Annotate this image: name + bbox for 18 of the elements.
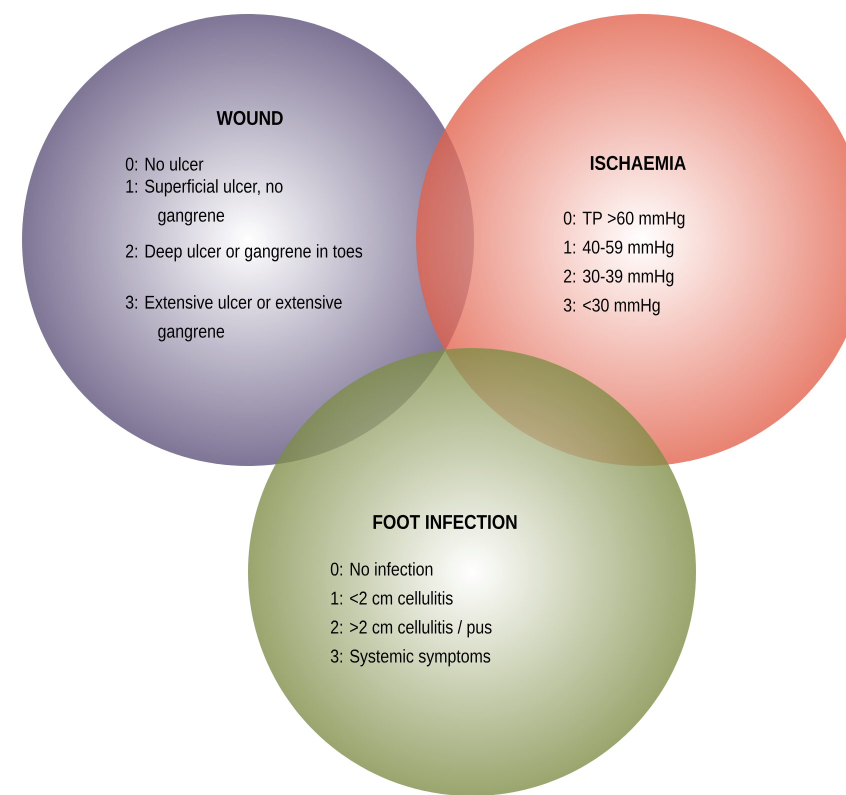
list-item: 2: 30-39 mmHg — [564, 270, 674, 286]
list-item: 0: No ulcer — [126, 157, 204, 171]
list-item: 3: Extensive ulcer or extensive gangrene — [126, 295, 342, 342]
list-item: 3: <30 mmHg — [564, 298, 660, 316]
list-item: 1: <2 cm cellulitis — [331, 591, 453, 605]
list-item: 2: >2 cm cellulitis / pus — [331, 620, 492, 638]
node-text: WOUND 0: No ulcer 1: Superficial ulcer, no gangrene 2: Deep ulcer or gangrene in toes 3: Extensive ulcer or extensive gangrene — [126, 110, 362, 342]
circle-heading: ISCHAEMIA — [590, 156, 686, 170]
list-item: 1: 40-59 mmHg — [564, 240, 674, 258]
list-item: 2: Deep ulcer or gangrene in toes — [126, 244, 362, 262]
list-item: 1: Superficial ulcer, no gangrene — [126, 179, 282, 226]
circle-heading: WOUND — [216, 110, 283, 126]
list-item: 3: Systemic symptoms — [330, 649, 490, 666]
node-text: FOOT INFECTION 0: No infection 1: <2 cm cellulitis 2: >2 cm cellulitis / pus 3: Systemic symptoms — [330, 514, 516, 666]
circle-heading: FOOT INFECTION — [374, 514, 516, 530]
node-text: ISCHAEMIA 0: TP >60 mmHg 1: 40-59 mmHg 2: 30-39 mmHg 3: <30 mmHg — [564, 156, 686, 316]
list-item: 0: No infection — [330, 562, 432, 576]
list-item: 0: TP >60 mmHg — [564, 212, 684, 228]
